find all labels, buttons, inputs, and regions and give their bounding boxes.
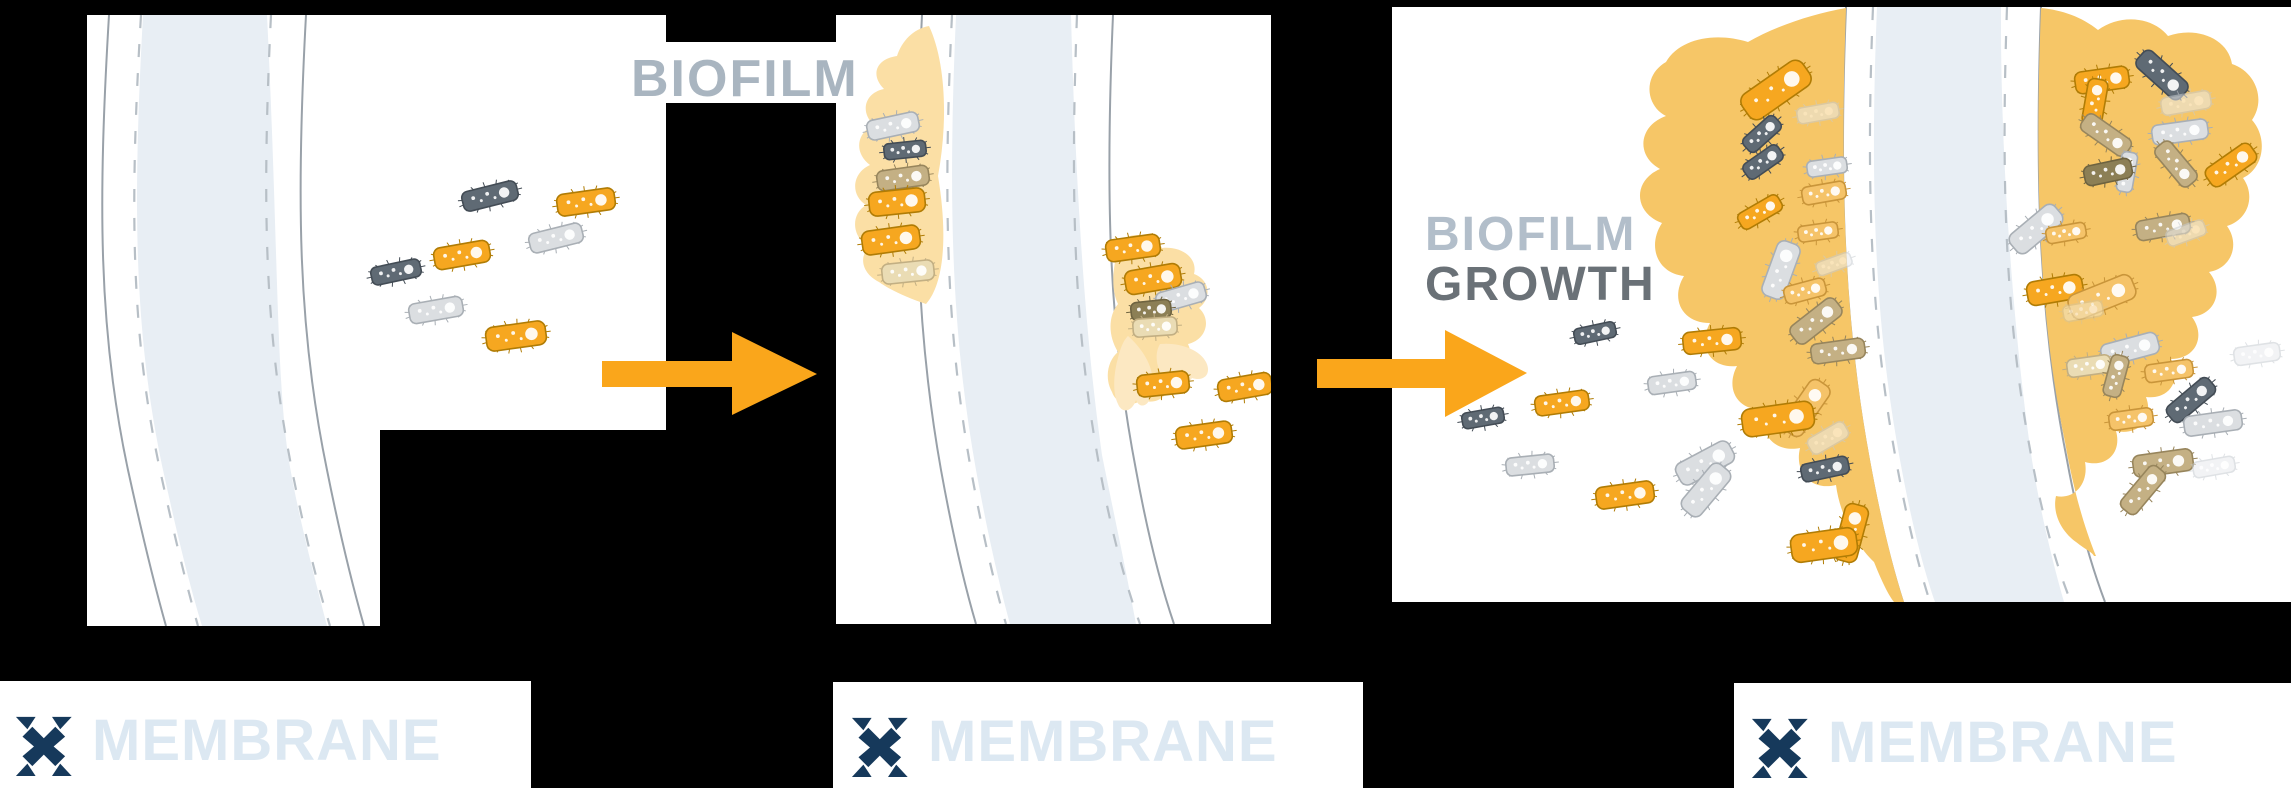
bacterium [1737, 399, 1819, 439]
bacterium [1101, 231, 1165, 265]
membranes-layer [101, 7, 2106, 626]
bacterium [1796, 454, 1854, 485]
bacterium [2164, 376, 2218, 424]
biofilm-growth-title-line2: GROWTH [1425, 258, 1656, 311]
bacterium [429, 238, 495, 272]
membrane-wordmark-1: MEMBRANE [92, 708, 442, 773]
bacterium [2041, 219, 2091, 247]
membrane-logo-1: MEMBRANE [15, 708, 442, 776]
membrane-band [101, 15, 365, 626]
bacterium [1680, 461, 1732, 519]
bacterium [864, 184, 930, 220]
bacterium [1788, 297, 1844, 345]
bacterium [2147, 116, 2213, 148]
bacterium [862, 110, 924, 142]
bacterium [1132, 367, 1194, 401]
bacterium [524, 221, 588, 255]
bacterium [1812, 250, 1856, 278]
bacterium [877, 256, 939, 288]
logo-strip-2 [833, 682, 1363, 788]
bacterium [1797, 178, 1851, 208]
bacterium [1739, 59, 1813, 121]
biofilm-label-band [666, 42, 836, 103]
panel3-right-blob [2038, 8, 2262, 556]
bacterium [2104, 404, 2158, 434]
bacterium [1591, 478, 1659, 512]
bacterium [552, 185, 620, 219]
bacterium [481, 318, 551, 354]
membrane-logo-2: MEMBRANE [851, 709, 1278, 777]
bacteria-layer [366, 49, 2285, 566]
panel1-bacteria [366, 179, 620, 354]
bacterium [2162, 218, 2210, 249]
bacterium [2140, 356, 2198, 386]
bacterium [1804, 420, 1852, 456]
biofilm-label: BIOFILM [631, 50, 859, 108]
bacterium [1779, 275, 1831, 307]
membrane-wordmark-3: MEMBRANE [1828, 710, 2178, 775]
bacterium [2100, 350, 2132, 402]
bacterium [1530, 387, 1594, 419]
bacterium [1792, 99, 1844, 127]
bacterium [1740, 143, 1786, 181]
bacterium [404, 294, 468, 326]
bacterium [2007, 203, 2065, 255]
logo-strip-3 [1734, 683, 2291, 788]
bacterium [2156, 88, 2216, 118]
membrane-wordmark-2: MEMBRANE [928, 709, 1278, 774]
bacterium [1806, 335, 1870, 367]
panel2-bacteria [857, 110, 1271, 452]
bacterium [1457, 404, 1509, 432]
bacterium [1501, 450, 1559, 480]
bacterium [366, 257, 426, 287]
bacterium [1128, 312, 1182, 342]
bacterium [1786, 525, 1862, 565]
bacterium [1734, 193, 1785, 231]
logo-strip-1 [0, 681, 531, 788]
bacterium [2153, 138, 2199, 190]
arrow-stage-1-2 [602, 332, 817, 415]
bacterium [879, 137, 931, 163]
bacterium [857, 222, 925, 258]
bacterium [872, 162, 934, 194]
arrow-stage-2-3 [1317, 330, 1527, 417]
biofilm-growth-title-line1: BIOFILM [1425, 208, 1636, 261]
bacterium [1643, 368, 1701, 398]
bacterium [1171, 418, 1237, 452]
biofilm-blobs-layer [855, 8, 2262, 602]
bacterium [1761, 237, 1801, 303]
bacterium [1569, 319, 1621, 347]
bacterium [2229, 339, 2285, 369]
bacterium [1793, 218, 1843, 246]
bacterium [1120, 261, 1186, 297]
bacterium [1802, 153, 1852, 181]
bacterium [1740, 113, 1784, 155]
bacterium [2119, 463, 2167, 517]
bacterium [2079, 156, 2137, 188]
bacterium [2179, 407, 2247, 439]
arrows-layer [602, 330, 1527, 417]
bacterium [2188, 453, 2240, 481]
bacterium [1213, 370, 1271, 404]
bacterium [1678, 324, 1746, 358]
panel3-left-blob [1639, 8, 1904, 602]
bacterium [457, 179, 523, 213]
panel3-bacteria [1457, 49, 2285, 566]
bacterium [2203, 142, 2259, 188]
membrane-logo-3: MEMBRANE [1751, 710, 2178, 778]
bacterium [2058, 297, 2108, 325]
bacterium [1126, 296, 1176, 324]
bacterium [2078, 112, 2134, 158]
bacterium [1672, 440, 1737, 486]
